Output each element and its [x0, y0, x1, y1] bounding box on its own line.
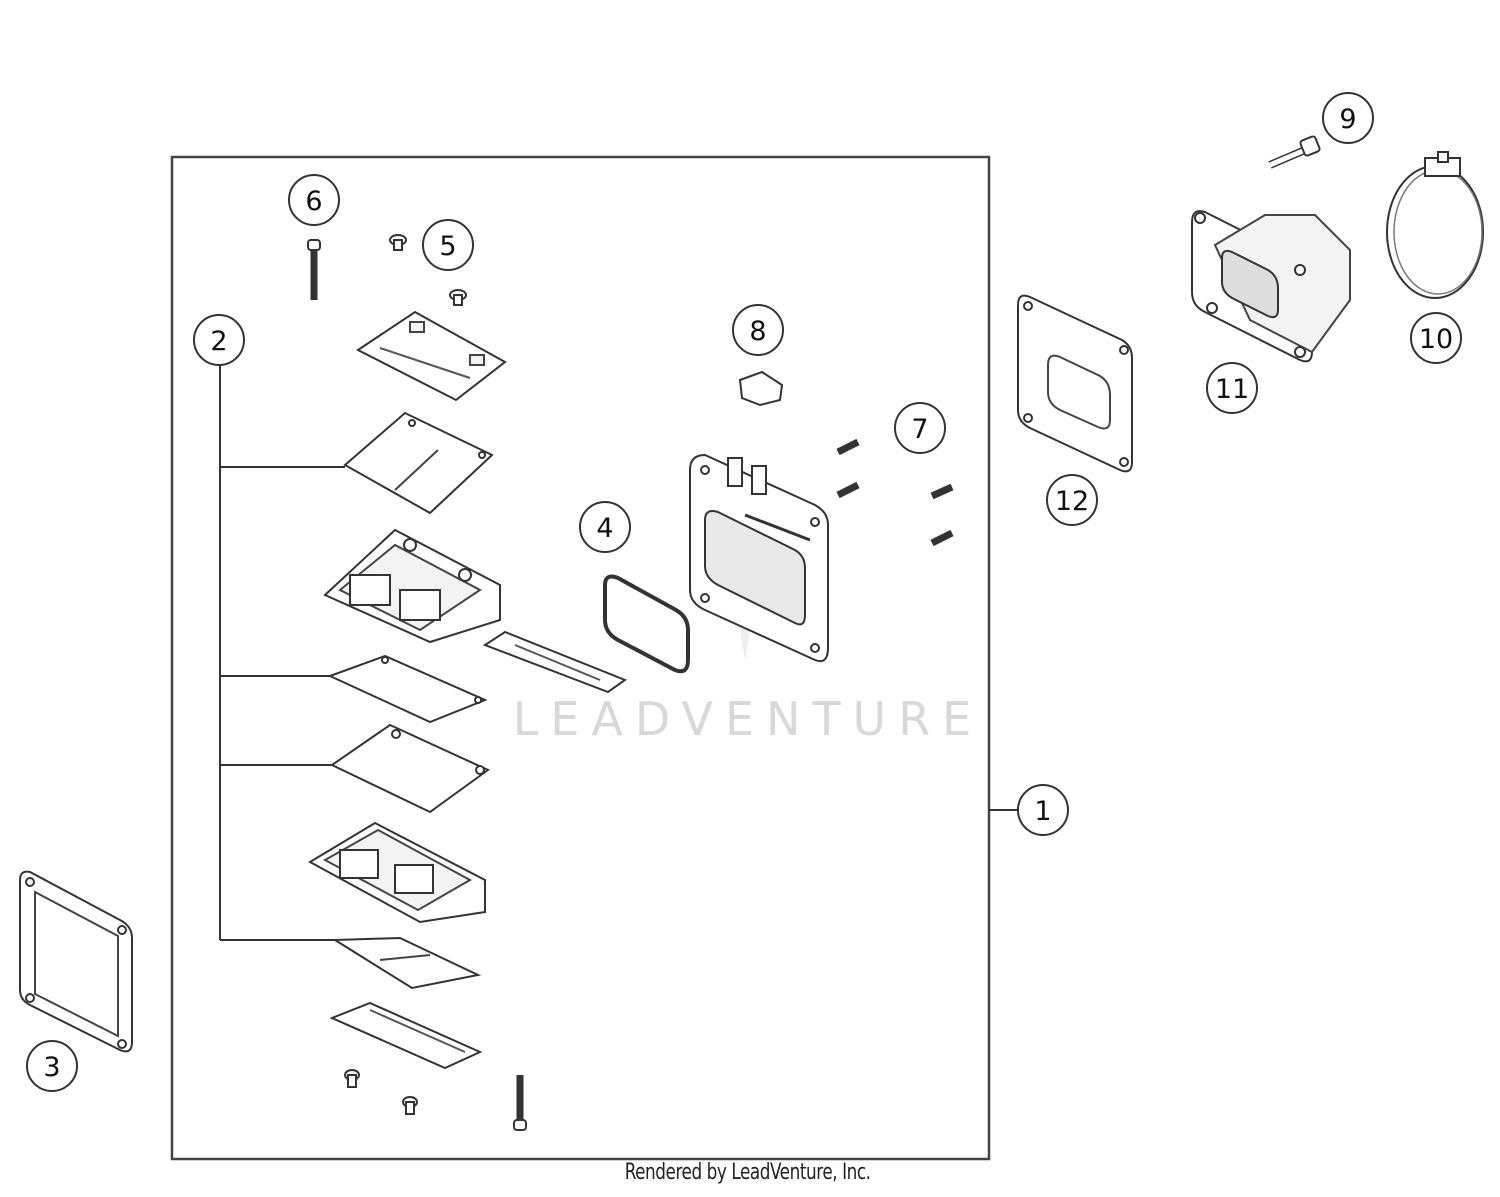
seal-4: [482, 574, 690, 694]
reed-housing: [689, 453, 829, 663]
callout-10: 10: [1410, 312, 1462, 364]
svg-text:5: 5: [439, 231, 456, 262]
callout-12: 12: [1046, 474, 1098, 526]
callout-4: 4: [579, 501, 631, 553]
svg-text:10: 10: [1419, 324, 1453, 355]
screws-5: [389, 234, 467, 306]
bottom-fasteners: [344, 1069, 527, 1131]
svg-text:12: 12: [1055, 486, 1089, 517]
assembly-frame: [170, 155, 991, 1161]
callout-11: 11: [1206, 362, 1258, 414]
gasket-12: [1017, 294, 1133, 473]
bolt-6: [307, 239, 321, 300]
screws-7: [836, 438, 954, 547]
footer-credit: Rendered by LeadVenture, Inc.: [0, 1160, 1500, 1185]
callout-3: 3: [26, 1040, 78, 1092]
svg-text:7: 7: [911, 414, 928, 445]
svg-text:4: 4: [596, 513, 613, 544]
watermark: LEADVENTURE: [513, 560, 984, 746]
watermark-text: LEADVENTURE: [513, 692, 984, 746]
svg-text:9: 9: [1339, 104, 1356, 135]
callout-2-leader: [219, 365, 345, 941]
svg-text:8: 8: [749, 316, 766, 347]
stopper-plate-top: [356, 310, 507, 402]
callout-7: 7: [894, 402, 946, 454]
clip-8: [738, 370, 784, 407]
reed-cage-top: [323, 528, 501, 644]
hose-clamp-10: [1386, 151, 1484, 299]
reed-petal-3: [330, 723, 490, 814]
callout-9: 9: [1322, 92, 1374, 144]
svg-text:3: 3: [43, 1052, 60, 1083]
reed-petal-2: [327, 654, 488, 724]
stopper-plate-bottom: [329, 1001, 483, 1070]
callout-8: 8: [732, 304, 784, 356]
bolt-9: [1268, 135, 1321, 169]
intake-flange-11: [1191, 210, 1351, 363]
svg-text:2: 2: [210, 326, 227, 357]
callout-5: 5: [422, 219, 474, 271]
reed-petal-4: [331, 936, 482, 990]
reed-petal-1: [343, 411, 494, 515]
svg-text:6: 6: [305, 186, 322, 217]
svg-text:1: 1: [1034, 796, 1051, 827]
callout-1: 1: [1017, 784, 1069, 836]
callout-6: 6: [288, 174, 340, 226]
gasket-3: [19, 870, 133, 1053]
footer-text: Rendered by LeadVenture, Inc.: [625, 1160, 871, 1185]
svg-text:11: 11: [1215, 374, 1249, 405]
callout-2: 2: [193, 314, 245, 366]
reed-cage-bottom: [307, 821, 486, 924]
